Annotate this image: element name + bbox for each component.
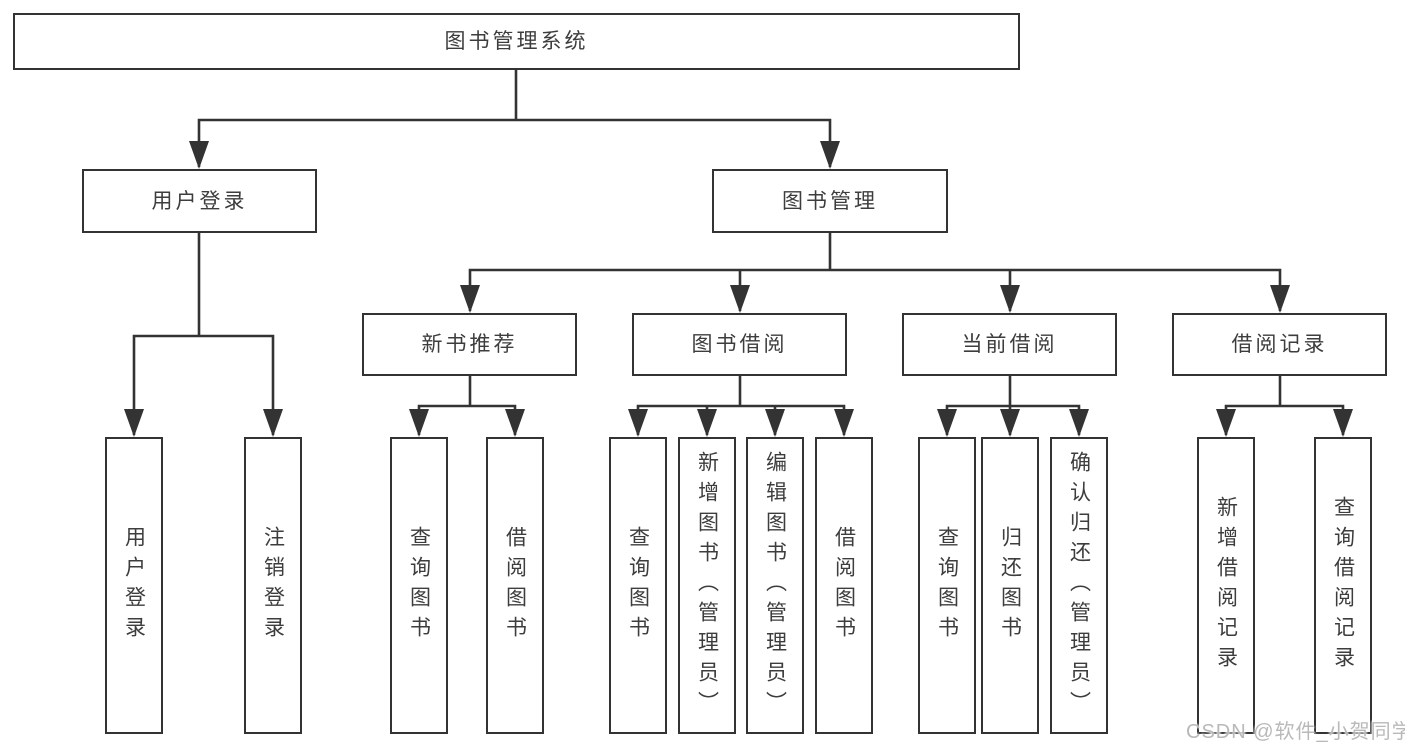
- leaf-borrowing-edit-books-admin-label: 编辑图书（管理员）: [763, 450, 787, 721]
- node-book-management: 图书管理: [712, 169, 948, 233]
- leaf-logout-label: 注销登录: [261, 525, 285, 646]
- leaf-newbook-query-books: 查询图书: [390, 437, 448, 734]
- leaf-current-return-books: 归还图书: [981, 437, 1039, 734]
- leaf-borrowing-query-books: 查询图书: [609, 437, 667, 734]
- node-book-borrowing-label: 图书借阅: [691, 333, 788, 356]
- leaf-newbook-borrow-books-label: 借阅图书: [503, 525, 527, 646]
- node-root-label: 图书管理系统: [444, 30, 589, 53]
- node-borrowing-records: 借阅记录: [1172, 313, 1387, 376]
- node-book-management-label: 图书管理: [782, 189, 878, 213]
- leaf-current-confirm-return-admin: 确认归还（管理员）: [1050, 437, 1108, 734]
- leaf-borrowing-borrow-books: 借阅图书: [815, 437, 873, 734]
- node-user-login-label: 用户登录: [151, 189, 248, 213]
- leaf-current-return-books-label: 归还图书: [998, 525, 1022, 646]
- leaf-borrowing-query-books-label: 查询图书: [626, 525, 650, 646]
- leaf-current-query-books-label: 查询图书: [935, 525, 959, 646]
- leaf-user-login: 用户登录: [105, 437, 163, 734]
- leaf-current-query-books: 查询图书: [918, 437, 976, 734]
- node-root: 图书管理系统: [13, 13, 1020, 70]
- node-new-book-recommend-label: 新书推荐: [421, 333, 518, 356]
- leaf-records-query-record-label: 查询借阅记录: [1331, 495, 1355, 676]
- leaf-records-add-record: 新增借阅记录: [1197, 437, 1255, 734]
- node-book-borrowing: 图书借阅: [632, 313, 847, 376]
- connector-lines: [132, 70, 1345, 435]
- csdn-watermark: CSDN @软件_小贺同学: [1186, 721, 1405, 743]
- leaf-records-query-record: 查询借阅记录: [1314, 437, 1372, 734]
- leaf-records-add-record-label: 新增借阅记录: [1214, 495, 1238, 676]
- node-current-borrowing-label: 当前借阅: [961, 333, 1058, 356]
- leaf-logout: 注销登录: [244, 437, 302, 734]
- node-user-login: 用户登录: [82, 169, 317, 233]
- node-new-book-recommend: 新书推荐: [362, 313, 577, 376]
- leaf-current-confirm-return-admin-label: 确认归还（管理员）: [1067, 450, 1091, 721]
- leaf-borrowing-borrow-books-label: 借阅图书: [832, 525, 856, 646]
- leaf-borrowing-edit-books-admin: 编辑图书（管理员）: [746, 437, 804, 734]
- leaf-newbook-query-books-label: 查询图书: [407, 525, 431, 646]
- leaf-user-login-label: 用户登录: [122, 525, 146, 646]
- node-current-borrowing: 当前借阅: [902, 313, 1117, 376]
- leaf-newbook-borrow-books: 借阅图书: [486, 437, 544, 734]
- node-borrowing-records-label: 借阅记录: [1231, 333, 1328, 356]
- leaf-borrowing-add-books-admin-label: 新增图书（管理员）: [695, 450, 719, 721]
- leaf-borrowing-add-books-admin: 新增图书（管理员）: [678, 437, 736, 734]
